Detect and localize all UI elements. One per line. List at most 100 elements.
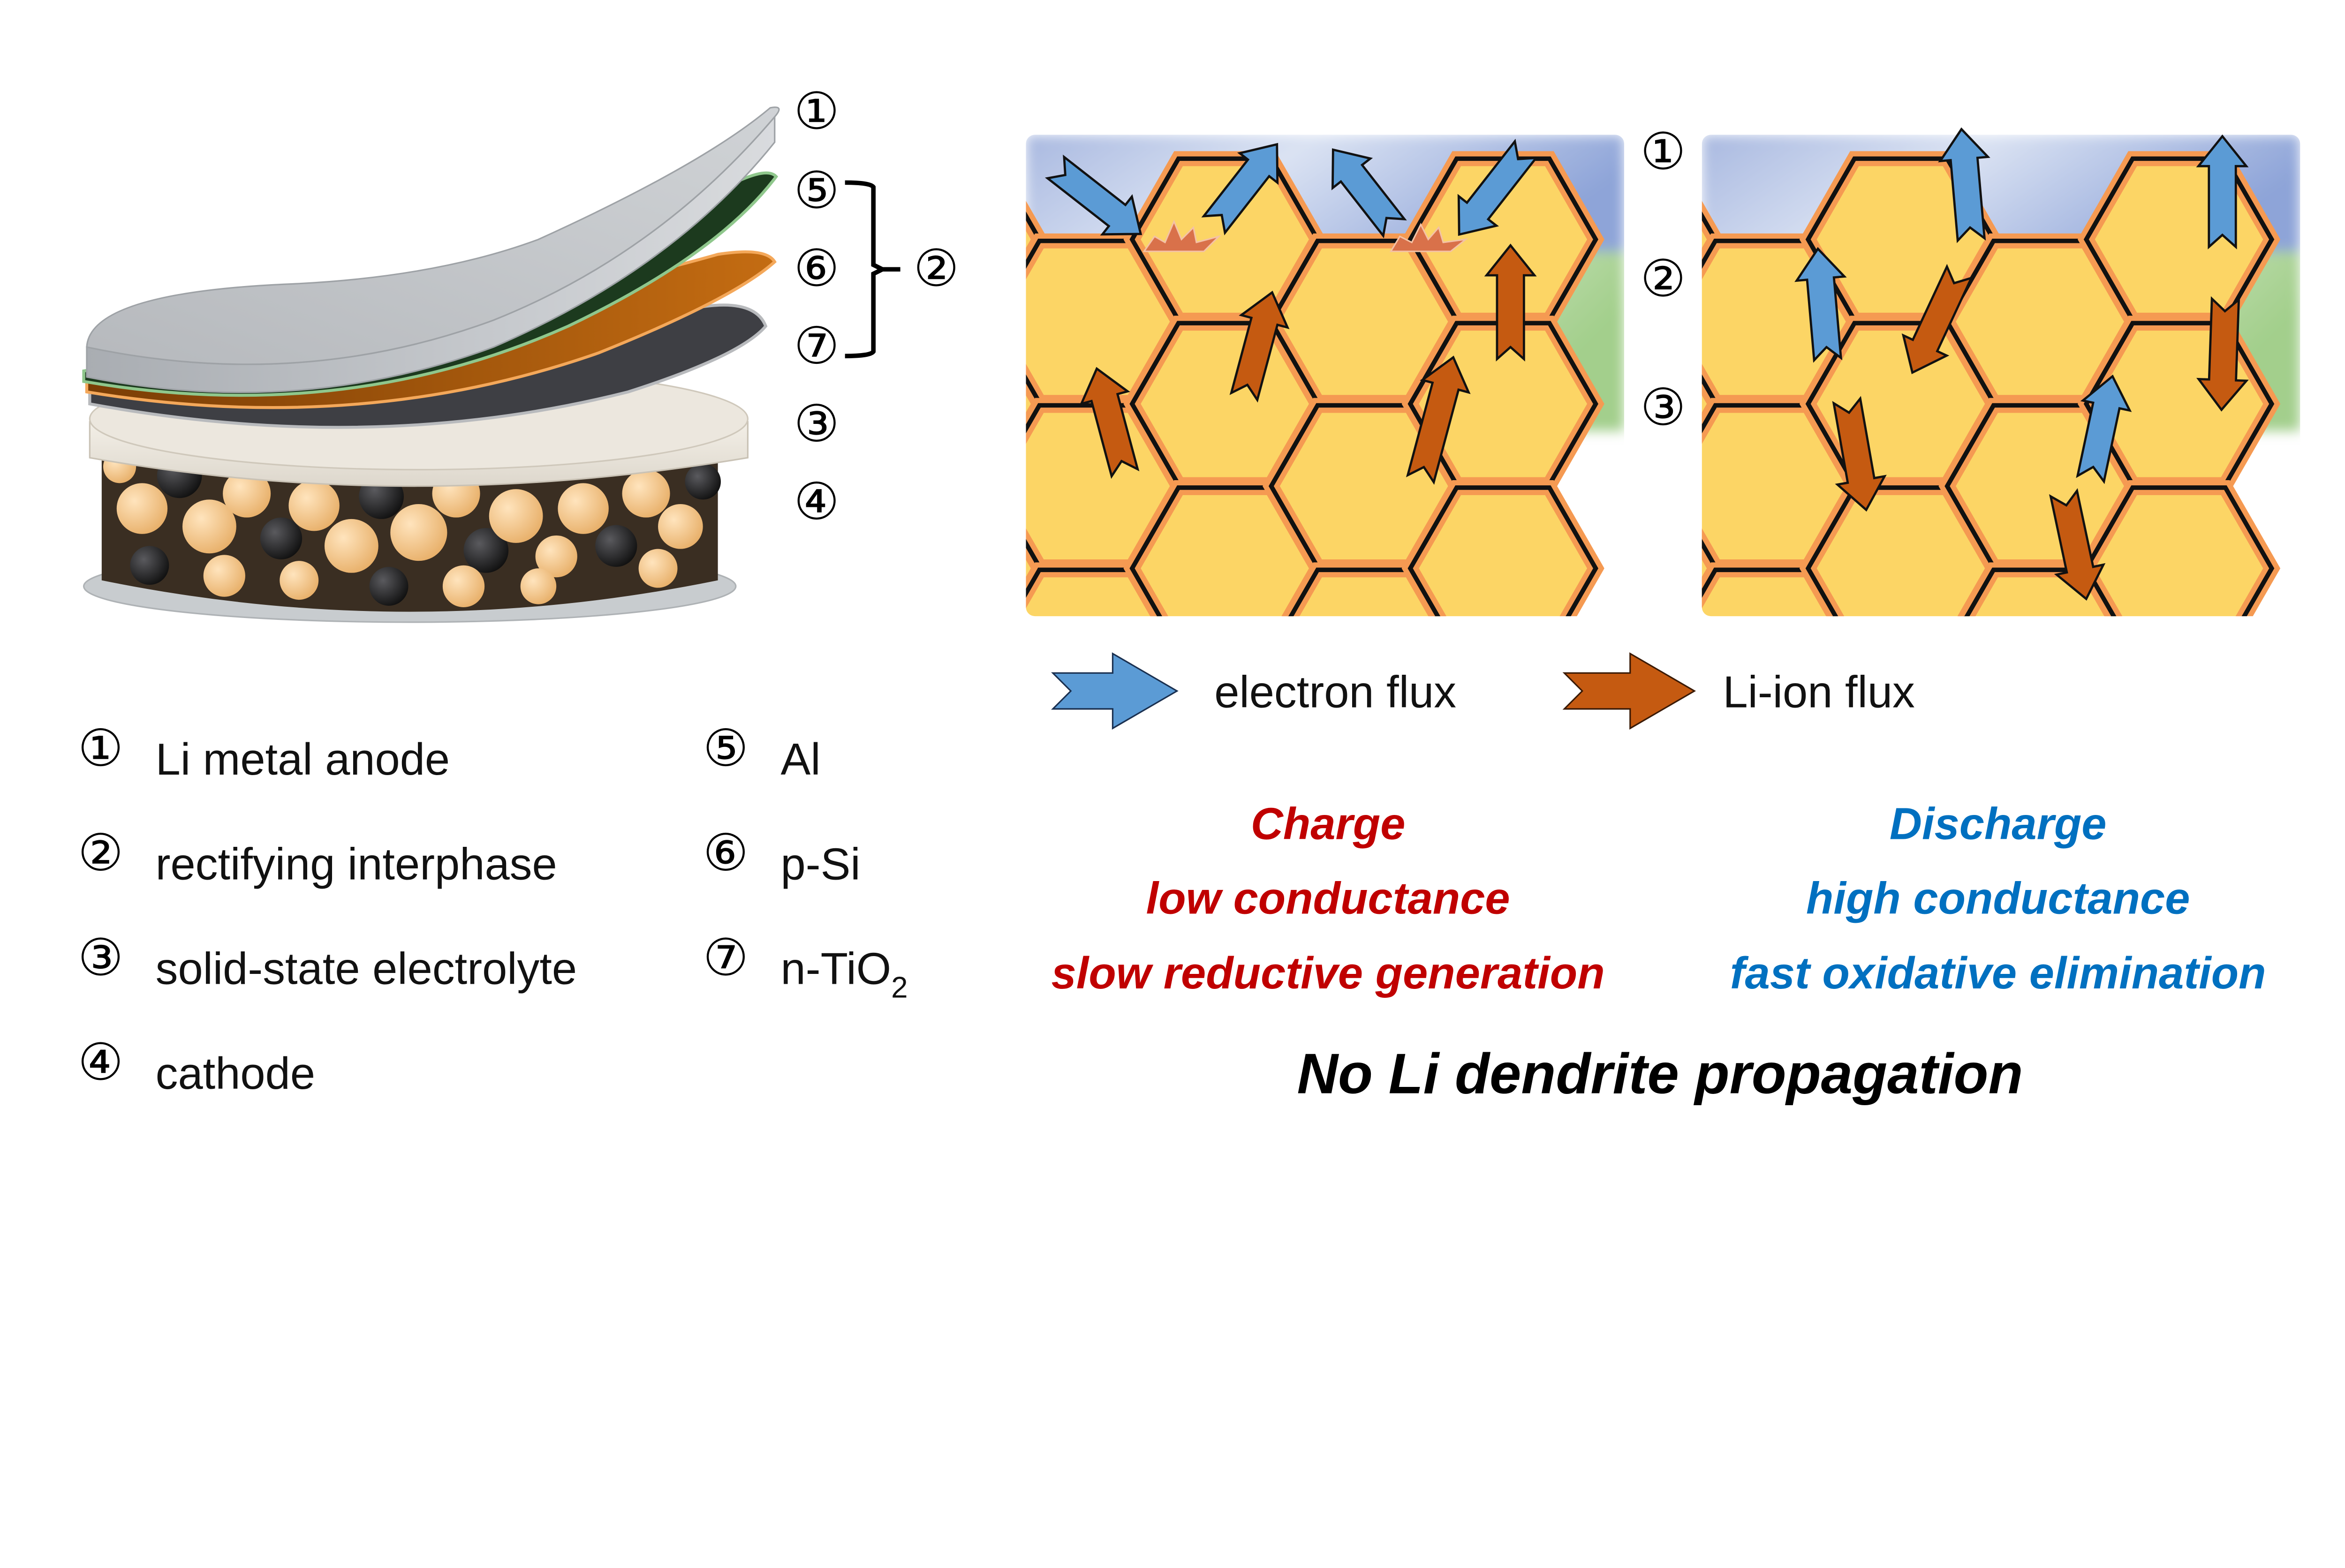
- electrolyte-grains: [1669, 151, 2281, 896]
- legend-label-cathode: cathode: [156, 1048, 315, 1099]
- dendrite-spark: [1389, 223, 1468, 252]
- carbon-particle: [260, 517, 303, 559]
- marker-n-tio2: ⑦: [794, 318, 839, 375]
- grain-outline: [1268, 567, 1460, 617]
- cathode-particle: [390, 504, 447, 561]
- electrolyte-grain: [2086, 652, 2271, 814]
- li-ion-flux-arrow: [1901, 264, 1974, 375]
- li-anode-top: [86, 106, 780, 365]
- legend-label-al: Al: [781, 734, 821, 784]
- dendrite-spark: [1142, 219, 1222, 252]
- li-ion-flux-label: Li-ion flux: [1723, 667, 1914, 717]
- li-ion-flux-arrow: [2049, 488, 2106, 601]
- electron-flux-arrow: [2196, 134, 2249, 249]
- discharge-conductance: high conductance: [1806, 874, 2190, 924]
- figure-canvas: ① ⑤ ⑥ ⑦ ③ ④ ② ① Li metal anode ② rectify…: [78, 84, 2300, 1105]
- grain-outline: [2083, 485, 2275, 617]
- electrolyte-grain: [1026, 480, 1048, 617]
- charge-reaction: slow reductive generation: [1051, 948, 1605, 998]
- electron-flux-arrow: [1794, 247, 1847, 363]
- marker-p-si: ⑥: [794, 241, 839, 297]
- cathode-particle: [116, 483, 168, 534]
- li-ion-flux-arrow: [2196, 296, 2249, 412]
- electrolyte-grain: [854, 652, 1039, 814]
- carbon-particle: [685, 463, 721, 500]
- li-ion-flux-arrow: [1832, 396, 1887, 512]
- carbon-particle: [595, 525, 637, 567]
- tio2-base: n-TiO: [781, 944, 892, 994]
- grain-outline: [1669, 734, 1854, 896]
- electron-flux-arrow: [1938, 127, 1990, 243]
- legend-label-n-tio2: n-TiO2: [781, 944, 908, 1004]
- grain-outline: [1944, 567, 2135, 617]
- conclusion-text: No Li dendrite propagation: [1297, 1041, 2023, 1105]
- cathode-particle: [638, 549, 678, 588]
- legend-num: ④: [78, 1035, 123, 1091]
- marker-cathode: ④: [794, 474, 839, 530]
- marker-anode: ①: [794, 84, 839, 140]
- flux-legend: electron flux Li-ion flux: [1051, 652, 1915, 730]
- charge-conductance: low conductance: [1146, 874, 1510, 924]
- cathode-particle: [489, 489, 543, 543]
- electron-flux-arrow: [1331, 148, 1407, 239]
- grain-outline: [1026, 485, 1042, 617]
- cathode-particle: [442, 565, 485, 608]
- li-ion-flux-arrow: [1079, 367, 1140, 479]
- grain-outline: [1407, 485, 1598, 617]
- legend-num: ①: [78, 721, 123, 777]
- panel-marker-electrolyte: ③: [1640, 380, 1686, 436]
- discharge-panel: [1669, 135, 2300, 896]
- grain-outline: [1026, 321, 1042, 487]
- legend-label-p-si: p-Si: [781, 839, 861, 889]
- carbon-particle: [130, 546, 169, 585]
- electrolyte-grains: [854, 151, 1604, 814]
- legend-label-electrolyte: solid-state electrolyte: [156, 944, 577, 994]
- electron-flux-label: electron flux: [1214, 667, 1456, 717]
- electrolyte-grain: [1026, 316, 1048, 492]
- electron-flux-arrow: [1457, 138, 1539, 236]
- cathode-particle: [324, 519, 378, 573]
- cathode-particle: [203, 555, 245, 597]
- cathode-particles: [103, 450, 721, 608]
- flux-arrows: [1044, 127, 2249, 601]
- grain-outline: [1702, 567, 1857, 617]
- charge-description: Charge low conductance slow reductive ge…: [1051, 799, 1605, 998]
- marker-electrolyte: ③: [794, 396, 839, 452]
- carbon-particle: [369, 566, 408, 606]
- charge-title: Charge: [1251, 799, 1406, 849]
- li-ion-flux-arrow: [1484, 243, 1537, 362]
- grain-outline: [2086, 652, 2271, 814]
- charge-panel: [854, 135, 1625, 814]
- grain-outline: [854, 652, 1039, 814]
- grain-outline: [1026, 567, 1181, 617]
- electrolyte-grain: [1401, 480, 1604, 617]
- electrolyte-grain: [2077, 151, 2281, 328]
- electron-flux-arrow: [2076, 374, 2132, 484]
- cathode-particle: [520, 568, 557, 604]
- cathode-particle: [558, 483, 609, 534]
- marker-al: ⑤: [794, 163, 839, 219]
- discharge-description: Discharge high conductance fast oxidativ…: [1730, 799, 2266, 998]
- cathode-particle: [658, 504, 703, 549]
- legend-num: ②: [78, 825, 123, 882]
- discharge-title: Discharge: [1890, 799, 2107, 849]
- marker-interphase: ②: [914, 241, 959, 297]
- legend-label-li-anode: Li metal anode: [156, 734, 450, 784]
- cell-stack-illustration: [82, 106, 780, 623]
- cathode-particle: [288, 480, 340, 531]
- carbon-particle: [463, 528, 509, 573]
- electron-flux-arrow-icon: [1051, 652, 1179, 730]
- li-ion-flux-arrow: [1406, 355, 1471, 485]
- bracket: [845, 180, 900, 359]
- legend-num: ③: [78, 930, 123, 986]
- electrolyte-grain: [2077, 480, 2281, 617]
- legend-num: ⑦: [703, 930, 749, 986]
- cathode-particle: [535, 535, 577, 578]
- legend-num: ⑤: [703, 721, 749, 777]
- li-ion-flux-arrow-icon: [1562, 652, 1696, 730]
- electrolyte-grain: [1669, 734, 1854, 896]
- cathode-particle: [182, 499, 236, 554]
- legend-num: ⑥: [703, 825, 749, 882]
- electron-flux-arrow: [1201, 143, 1279, 236]
- li-ion-flux-arrow: [1229, 290, 1290, 403]
